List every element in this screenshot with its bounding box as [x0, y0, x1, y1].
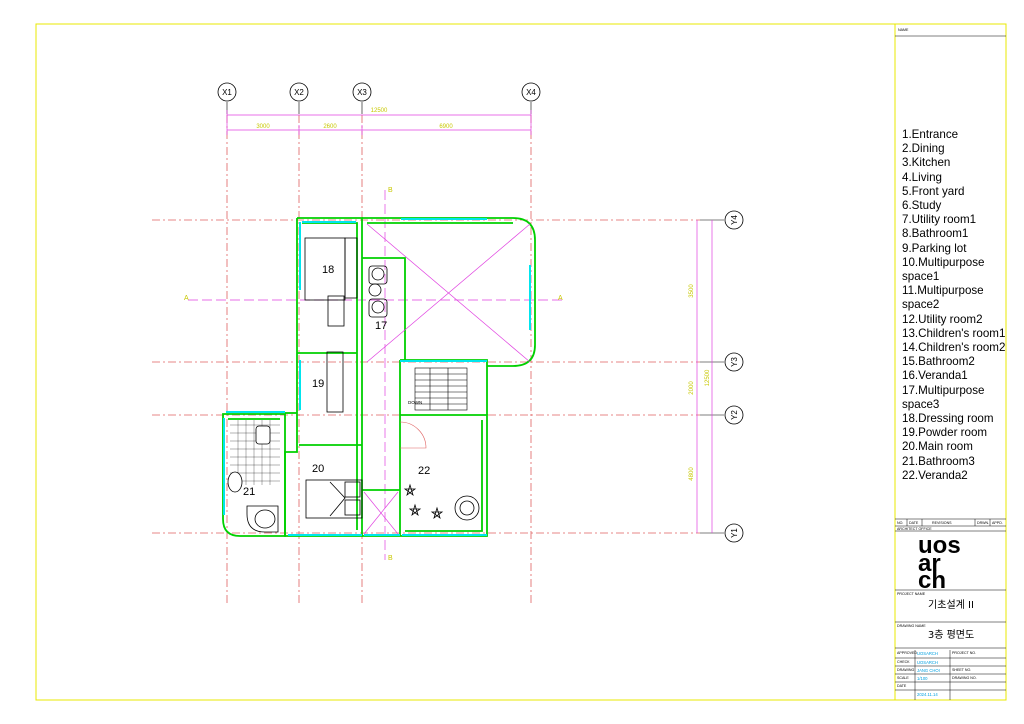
legend-item: 18.Dressing room	[902, 412, 994, 426]
sheet-frame	[35, 23, 1007, 701]
legend-item: 1.Entrance	[902, 128, 959, 141]
dim-top-3: 6900	[439, 124, 453, 130]
tb-row-drawing-value: JANG CHOI	[917, 668, 940, 673]
room-number-17: 17	[375, 320, 387, 332]
tb-row-approved-label: APPROVED	[897, 651, 917, 655]
section-mark-a-right: A	[558, 295, 563, 302]
legend-item: 21.Bathroom3	[902, 454, 975, 468]
grid-label-x2: X2	[294, 88, 304, 97]
dimension-lines-top	[226, 110, 532, 135]
tb-rev-revisions: REVISIONS	[932, 521, 952, 525]
legend-item: 9.Parking lot	[902, 241, 967, 255]
room-number-20: 20	[312, 463, 324, 475]
tb-project-no-label: PROJECT NO.	[952, 651, 976, 655]
dim-right-3: 4800	[689, 467, 695, 481]
grid-label-y3: Y3	[730, 357, 739, 367]
legend-item: 19.Powder room	[902, 426, 988, 440]
dim-right-2: 2000	[689, 381, 695, 395]
section-lines	[188, 190, 562, 560]
grid-bubbles-y: Y4 Y3 Y2 Y1	[700, 210, 744, 543]
grid-label-x1: X1	[222, 88, 232, 97]
legend-item: 10.Multipurpose space1	[902, 255, 985, 284]
title-block	[895, 35, 1006, 700]
chair-icons	[368, 265, 388, 318]
logo-line-1: uos	[918, 532, 961, 559]
stair-direction-label: DOWN	[408, 400, 422, 405]
section-mark-b-top: B	[388, 187, 393, 194]
tb-row-date-label: DATE	[897, 684, 907, 688]
grid-label-x4: X4	[526, 88, 536, 97]
tb-row-check-label: CHECK	[897, 660, 910, 664]
door-swing	[399, 421, 427, 449]
plant-icons	[403, 483, 480, 521]
legend-item: 8.Bathroom1	[902, 227, 969, 241]
windows	[223, 218, 531, 536]
room-number-21: 21	[243, 486, 255, 498]
tb-drawing-name: 3층 평면도	[928, 629, 974, 641]
legend-item: 15.Bathroom2	[902, 355, 975, 369]
tb-rev-drwn: DRWN.	[977, 521, 989, 525]
section-mark-a-left: A	[184, 295, 189, 302]
tb-rev-date: DATE	[909, 521, 919, 525]
bed	[305, 479, 363, 519]
legend-item: 7.Utility room1	[902, 213, 977, 227]
tb-row-approved-value: UOSARCH	[917, 651, 938, 656]
tb-row-date-value: 2024.11.14	[917, 692, 938, 697]
dim-total-top: 12500	[371, 108, 388, 114]
tb-name-label: NAME	[898, 28, 909, 32]
legend-item: 2.Dining	[902, 142, 945, 156]
tb-rev-appd: APPD.	[992, 521, 1003, 525]
legend-item: 22.Veranda2	[902, 468, 968, 482]
tb-row-check-value: UOSARCH	[917, 660, 938, 665]
section-mark-b-bottom: B	[388, 555, 393, 562]
tb-office-label: ARCHITECT OFFICE	[897, 527, 932, 531]
office-logo: uos ar ch	[918, 532, 961, 594]
tb-project-name: 기초설계 II	[928, 599, 974, 611]
tb-row-scale-label: SCALE	[897, 676, 909, 680]
legend-item: 14.Children's room2	[902, 341, 1006, 355]
grid-bubbles-x: X1 X2 X3 X4	[217, 82, 541, 114]
tb-rev-no: NO.	[897, 521, 903, 525]
tb-project-label: PROJECT NAME	[897, 592, 926, 596]
room-number-18: 18	[322, 264, 334, 276]
stair-treads	[414, 367, 468, 411]
legend-item: 3.Kitchen	[902, 156, 951, 170]
tb-sheet-no-label: SHEET NO.	[952, 668, 971, 672]
grid-label-y1: Y1	[730, 528, 739, 538]
dim-right-1: 3500	[689, 284, 695, 298]
room-number-22: 22	[418, 465, 430, 477]
legend-item: 16.Veranda1	[902, 369, 968, 383]
grid-label-y2: Y2	[730, 410, 739, 420]
tb-drawing-label: DRAWING NAME	[897, 624, 926, 628]
logo-line-3: ch	[918, 567, 946, 594]
legend-item: 12.Utility room2	[902, 312, 983, 326]
tb-row-drawing-label: DRAWING	[897, 668, 914, 672]
bathroom-fixtures	[227, 425, 279, 533]
room-number-19: 19	[312, 378, 324, 390]
legend-item: 17.Multipurpose space3	[902, 383, 985, 411]
tb-drawing-no-label: DRAWING NO.	[952, 676, 977, 680]
logo-line-2: ar	[918, 550, 941, 577]
room-legend: 1.Entrance 2.Dining 3.Kitchen 4.Living 5…	[902, 128, 1010, 483]
grid-label-y4: Y4	[730, 215, 739, 225]
dim-top-2: 2600	[323, 124, 337, 130]
legend-item: 11.Multipurpose space2	[902, 284, 984, 312]
tb-row-scale-value: 1/100	[917, 676, 928, 681]
grid-label-x3: X3	[357, 88, 367, 97]
dressing-furniture	[304, 237, 358, 413]
dim-top-1: 3000	[256, 124, 270, 130]
legend-item: 13.Children's room1	[902, 326, 1006, 340]
legend-item: 4.Living	[902, 170, 942, 184]
void-cross	[363, 223, 531, 535]
dim-right-total: 12500	[705, 369, 711, 386]
dimension-lines-right	[696, 220, 713, 533]
legend-item: 5.Front yard	[902, 184, 965, 198]
legend-item: 6.Study	[902, 199, 942, 213]
legend-item: 20.Main room	[902, 440, 973, 454]
